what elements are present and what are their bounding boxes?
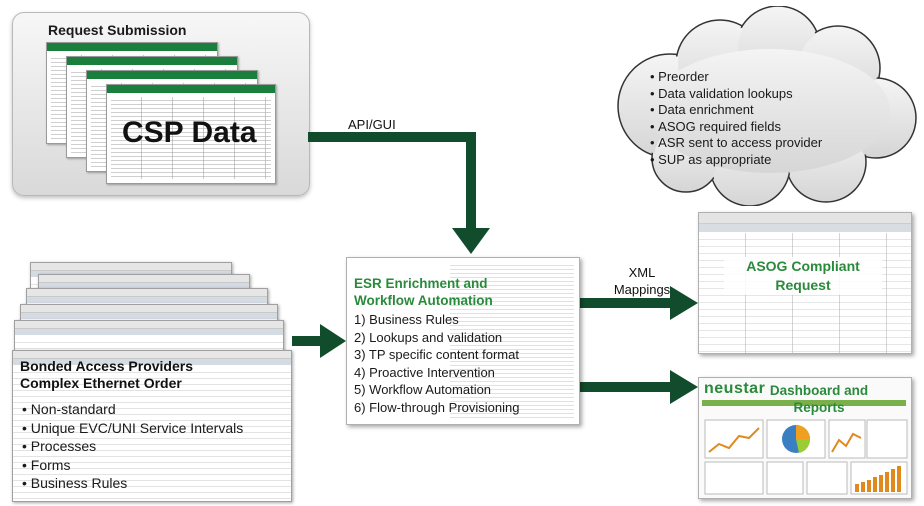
arrow-api-connector (308, 132, 476, 230)
dashboard-screenshot (698, 377, 912, 499)
bonded-title-line: Complex Ethernet Order (20, 375, 182, 391)
esr-title-line: ESR Enrichment and (354, 276, 488, 291)
arrow-bonded-head (320, 324, 346, 358)
dashboard-title-line: Reports (793, 400, 845, 415)
neustar-logo: neustar (704, 380, 766, 397)
bonded-title: Bonded Access Providers Complex Ethernet… (20, 358, 193, 392)
bonded-list: Non-standard Unique EVC/UNI Service Inte… (22, 400, 243, 493)
esr-box (346, 257, 580, 425)
cloud-list-item: Preorder (650, 69, 822, 86)
bonded-title-line: Bonded Access Providers (20, 358, 193, 374)
esr-step: 4) Proactive Intervention (354, 364, 495, 380)
arrow-asog-shaft (578, 298, 672, 308)
cloud-list: Preorder Data validation lookups Data en… (650, 69, 822, 168)
esr-step: 1) Business Rules (354, 312, 459, 327)
esr-step: 5) Workflow Automation (354, 382, 492, 397)
arrow-dashboard-head (670, 370, 698, 404)
xml-label-line: XML (628, 265, 656, 280)
arrow-api-head (452, 228, 490, 254)
cloud-list-item: ASOG required fields (650, 119, 822, 136)
arrow-bonded-shaft (292, 336, 322, 346)
csp-data-label: CSP Data (122, 116, 257, 149)
esr-title: ESR Enrichment and Workflow Automation (354, 275, 493, 309)
cloud-list-item: Data validation lookups (650, 86, 822, 103)
dashboard-title-line: Dashboard and (769, 383, 869, 398)
cloud-list-item: Data enrichment (650, 102, 822, 119)
bonded-list-item: Processes (22, 437, 243, 456)
asog-title: ASOG Compliant Request (724, 257, 882, 295)
cloud-list-item: SUP as appropriate (650, 152, 822, 169)
esr-title-line: Workflow Automation (354, 293, 493, 308)
esr-steps-list: 1) Business Rules 2) Lookups and validat… (354, 311, 519, 416)
esr-step: 6) Flow-through Provisioning (354, 399, 520, 415)
asog-title-line: ASOG Compliant (746, 258, 860, 274)
arrow-dashboard-shaft (578, 382, 672, 392)
cloud-list-item: ASR sent to access provider (650, 135, 822, 152)
bonded-list-item: Forms (22, 456, 243, 475)
xml-mappings-label: XML Mappings (612, 264, 672, 298)
dashboard-title: Dashboard and Reports (762, 382, 876, 416)
dashboard-widgets (704, 419, 908, 495)
asog-title-line: Request (775, 277, 831, 293)
esr-step: 2) Lookups and validation (354, 329, 503, 345)
api-gui-label: API/GUI (348, 117, 396, 132)
request-submission-title: Request Submission (48, 22, 187, 38)
neustar-brand-bar (702, 400, 906, 406)
bonded-list-item: Business Rules (22, 474, 243, 493)
xml-label-line: Mappings (613, 282, 671, 297)
bonded-list-item: Unique EVC/UNI Service Intervals (22, 419, 243, 438)
bonded-list-item: Non-standard (22, 400, 243, 419)
esr-step: 3) TP specific content format (354, 347, 519, 362)
arrow-asog-head (670, 286, 698, 320)
esr-background-screenshot (450, 262, 574, 418)
spreadsheet-thumbnail (106, 84, 276, 184)
